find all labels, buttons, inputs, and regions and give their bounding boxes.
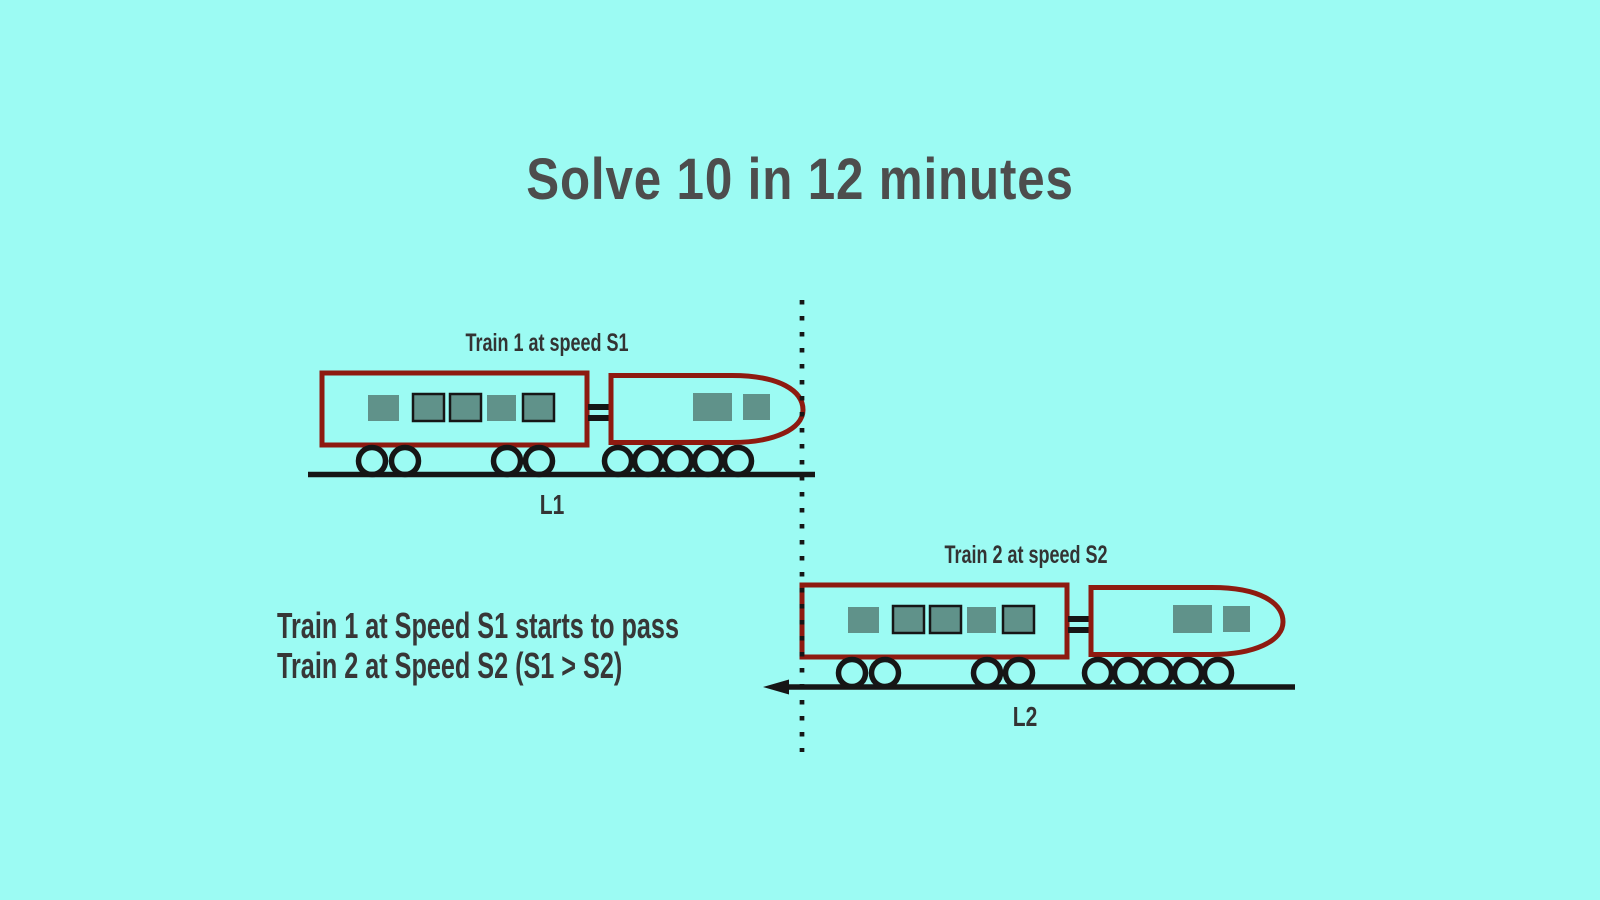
- train2-length-label: L2: [1012, 701, 1038, 732]
- train2-label: Train 2 at speed S2: [944, 541, 1108, 569]
- caption-line-1: Train 1 at Speed S1 starts to pass: [277, 605, 679, 646]
- problem-caption: Train 1 at Speed S1 starts to pass Train…: [277, 606, 679, 685]
- page-title: Solve 10 in 12 minutes: [526, 147, 1074, 212]
- train2-illustration: [802, 585, 1283, 687]
- train1-illustration: [322, 373, 803, 475]
- train1-label: Train 1 at speed S1: [465, 329, 629, 357]
- caption-line-2: Train 2 at Speed S2 (S1 > S2): [277, 644, 623, 686]
- track2-left-arrowhead-icon: [763, 679, 789, 695]
- train1-length-label: L1: [539, 489, 565, 520]
